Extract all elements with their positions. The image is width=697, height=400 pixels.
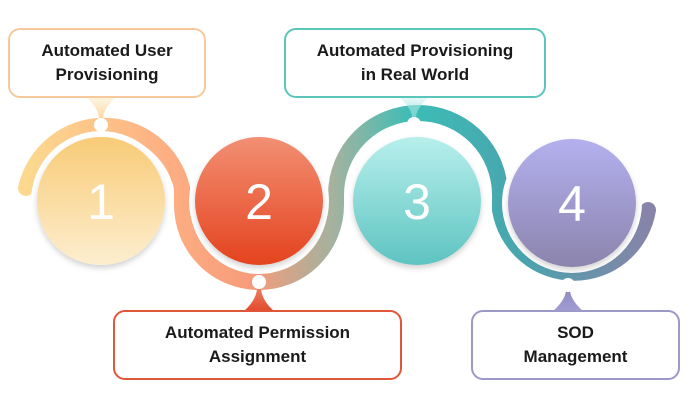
step-3-circle: 3	[347, 131, 487, 271]
step-1-circle: 1	[31, 131, 171, 271]
step-2-number: 2	[245, 174, 273, 230]
step-3-label: Automated Provisioning in Real World	[316, 41, 514, 84]
connector-1	[86, 97, 116, 132]
step-4-number: 4	[558, 176, 586, 232]
connector-3	[399, 97, 429, 131]
step-2-label: Automated Permission Assignment	[164, 323, 351, 366]
step-1-label: Automated User Provisioning	[41, 41, 173, 84]
step-3-label-box: Automated Provisioning in Real World	[284, 28, 546, 98]
step-3-number: 3	[403, 174, 431, 230]
connector-2	[244, 275, 274, 311]
step-1-number: 1	[87, 174, 115, 230]
step-4-label-box: SOD Management	[471, 310, 680, 380]
step-4-label: SOD Management	[523, 323, 628, 366]
step-2-circle: 2	[189, 131, 329, 271]
step-1-label-box: Automated User Provisioning	[8, 28, 206, 98]
step-2-label-box: Automated Permission Assignment	[113, 310, 402, 380]
connector-4	[553, 278, 583, 311]
step-4-circle: 4	[502, 133, 642, 273]
